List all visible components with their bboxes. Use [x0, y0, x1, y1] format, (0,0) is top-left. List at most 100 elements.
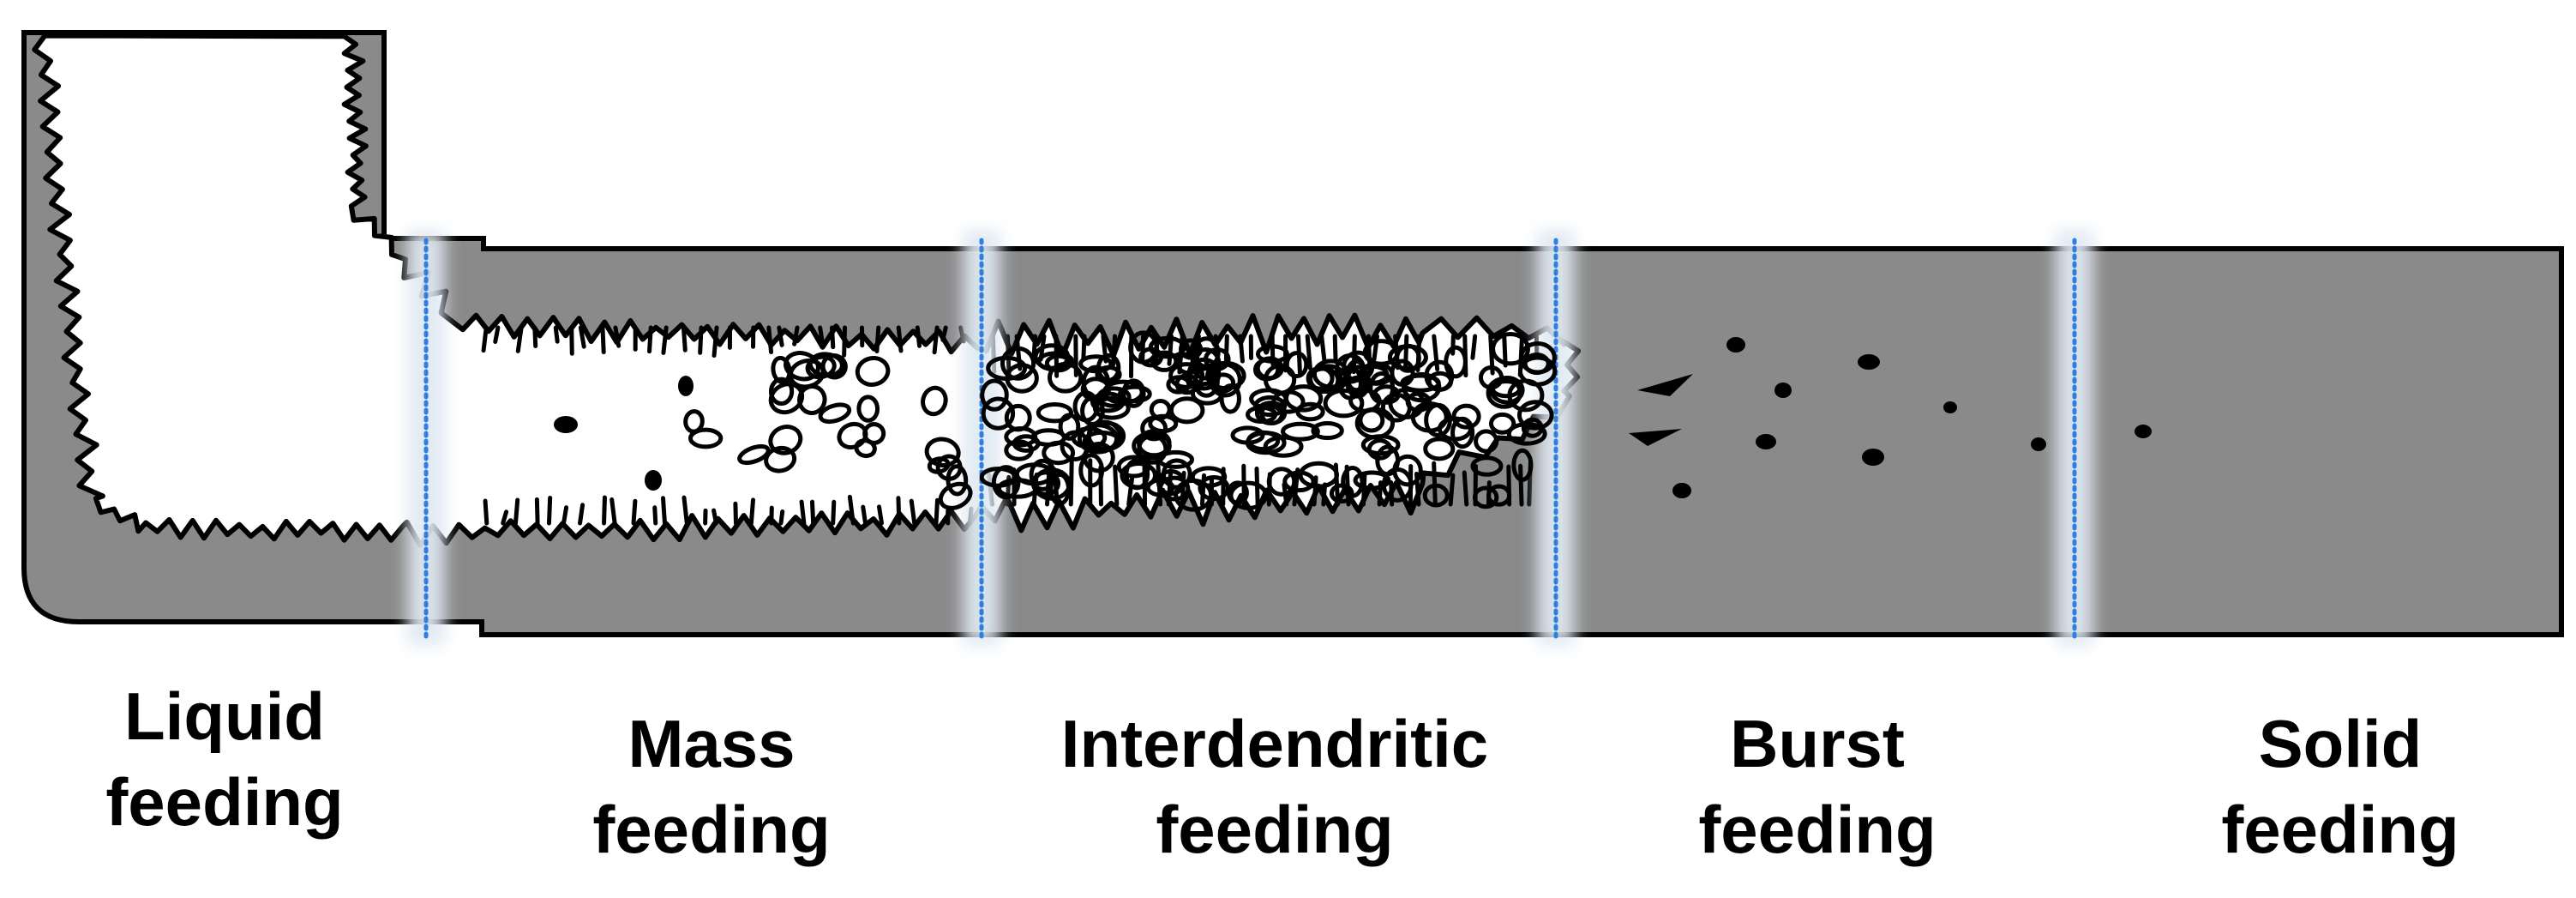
- solid-grain: [554, 416, 578, 433]
- shrinkage-wedge: [1629, 429, 1682, 446]
- dendrite-cell: [1033, 343, 1071, 371]
- dendrite-arm: [532, 325, 538, 348]
- floating-grain: [768, 377, 795, 407]
- dendrite-cell: [1198, 475, 1230, 502]
- dendrite-arm: [818, 325, 825, 343]
- dendrite-cell: [1168, 362, 1205, 389]
- dendrite-arm: [712, 325, 719, 359]
- floating-grain: [783, 351, 820, 382]
- dendrite-cell: [1245, 431, 1287, 455]
- dendrite-cell: [1071, 426, 1108, 449]
- dendrite-cell: [1295, 401, 1325, 422]
- dendrite-cell: [1156, 449, 1194, 469]
- floating-grain: [688, 427, 724, 449]
- solid-grain: [678, 376, 694, 396]
- dendrite-arm: [1518, 463, 1524, 507]
- floating-grain: [855, 356, 891, 387]
- dendrite-cell: [1486, 484, 1512, 507]
- dendrite-cell: [991, 465, 1021, 500]
- dendrite-cell: [1410, 401, 1449, 433]
- label-solid-line1: Solid: [2258, 706, 2423, 781]
- label-burst-line1: Burst: [1730, 706, 1905, 781]
- floating-grain: [862, 422, 886, 445]
- dendrite-arm: [934, 497, 940, 526]
- dendrite-arm: [1319, 334, 1327, 362]
- dendrite-cell: [1048, 472, 1072, 506]
- dendrite-arm: [1238, 334, 1245, 364]
- label-interdendritic-line2: feeding: [1156, 792, 1394, 867]
- floating-grain: [924, 437, 961, 467]
- dendrite-cell: [1353, 470, 1391, 491]
- label-liquid-line2: feeding: [105, 764, 344, 840]
- floating-grain: [935, 454, 963, 481]
- label-burst-line2: feeding: [1698, 792, 1937, 867]
- dendrite-arm: [613, 325, 621, 348]
- shrinkage-pore: [1672, 483, 1691, 498]
- dendrite-cell: [1474, 429, 1499, 454]
- dendrite-arm: [1450, 334, 1456, 356]
- dendrite-arm: [660, 496, 667, 526]
- floating-grain: [788, 359, 826, 389]
- dendrite-cell: [1281, 421, 1320, 442]
- dendrite-arm: [553, 325, 560, 344]
- zone-dividers: [423, 238, 2077, 639]
- dendrite-cell: [1004, 439, 1034, 461]
- floating-grain: [737, 444, 771, 466]
- dendrite-cell: [1192, 336, 1221, 369]
- dendrite-cell: [1437, 416, 1473, 442]
- dendrite-arm: [792, 325, 800, 347]
- dendrite-cell: [1208, 362, 1242, 398]
- shrinkage-pore: [2031, 437, 2046, 451]
- dendrite-arm: [874, 325, 881, 353]
- dendrite-cell: [1058, 413, 1081, 441]
- dendrite-cell: [1078, 354, 1114, 374]
- shrinkage-pore: [1774, 383, 1792, 398]
- shrinkage-pore: [1756, 434, 1776, 449]
- dendrite-arm: [896, 325, 904, 353]
- dendrite-arm: [877, 504, 884, 526]
- label-mass-feeding: Mass feeding: [592, 701, 830, 872]
- dendrite-cell: [1298, 461, 1339, 489]
- dendrite-cell: [1117, 384, 1152, 404]
- dendrite-arm: [493, 325, 501, 344]
- dendrite-arm: [1068, 456, 1074, 507]
- dendrite-arm: [847, 494, 856, 526]
- dendrite-arm: [712, 508, 718, 526]
- dendrite-arm: [1448, 473, 1456, 507]
- dendrite-cell: [1488, 412, 1516, 435]
- label-mass-line1: Mass: [627, 706, 796, 781]
- dendrite-arm: [1113, 464, 1120, 507]
- dendrite-cell: [1150, 350, 1179, 372]
- dendrite-arm: [940, 325, 948, 342]
- dendrite-arm: [578, 503, 585, 526]
- dendrite-cell: [1402, 371, 1442, 403]
- dendrite-arm: [778, 509, 785, 526]
- dendrite-cell: [1311, 420, 1344, 441]
- dendrite-cell: [1121, 378, 1146, 408]
- dendrite-cell: [1472, 485, 1499, 509]
- dendrite-cell: [1470, 455, 1504, 477]
- dendrite-cell: [1004, 426, 1038, 448]
- dendrite-arm: [777, 325, 784, 347]
- dendrite-arm: [682, 495, 689, 526]
- dendrite-arm: [842, 325, 848, 358]
- dendrite-arm: [1167, 334, 1174, 366]
- dendrite-cell: [1254, 401, 1288, 425]
- dendrite-cell: [1148, 335, 1186, 359]
- shrinkage-wedge: [1637, 374, 1693, 396]
- solidification-particles: [554, 330, 2152, 512]
- dendrite-cell: [1422, 483, 1450, 508]
- dendrite-arm: [896, 496, 902, 526]
- dendrite-cell: [1166, 375, 1192, 395]
- casting-cross-section: [21, 30, 2564, 646]
- dendrite-arm: [915, 325, 922, 348]
- dendrite-cell: [1149, 399, 1172, 420]
- dendrite-cell: [1284, 351, 1309, 379]
- dendrite-arm: [861, 504, 868, 526]
- label-burst-feeding: Burst feeding: [1698, 701, 1936, 872]
- label-liquid-line1: Liquid: [124, 678, 325, 754]
- dendrite-cell: [980, 378, 1009, 412]
- shrinkage-pore: [2135, 425, 2152, 438]
- floating-grain: [768, 382, 805, 415]
